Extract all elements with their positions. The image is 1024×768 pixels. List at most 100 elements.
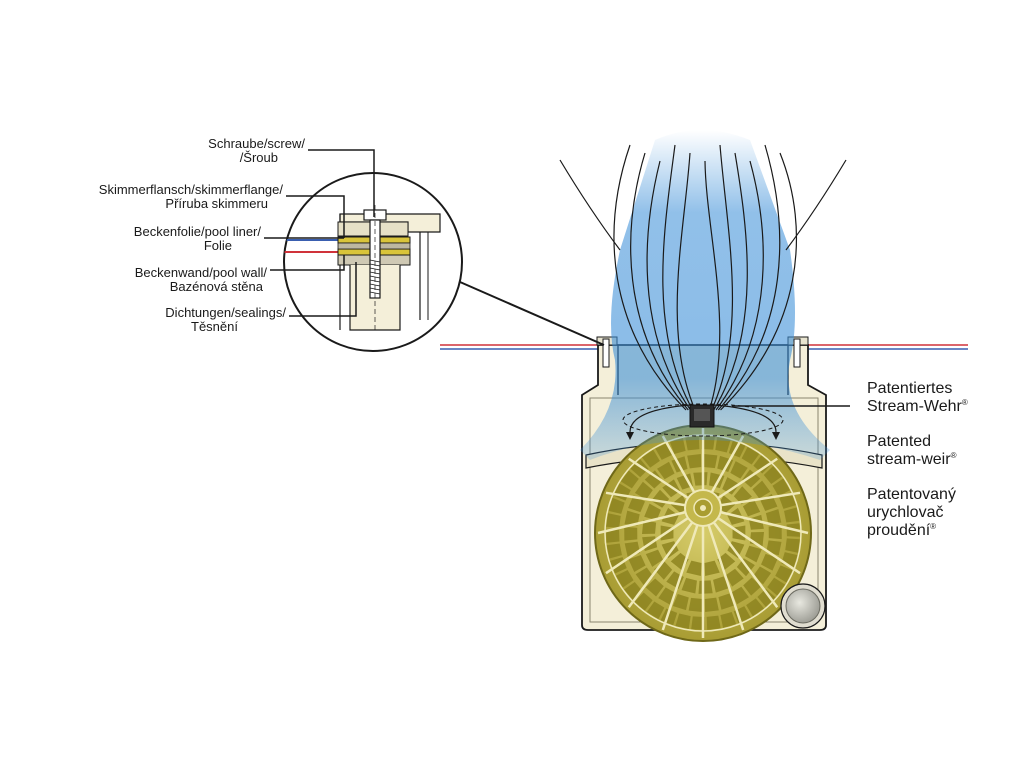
basket-slot [642,519,657,535]
basket-slot [768,525,782,540]
basket-slot [718,593,735,610]
callout-flange-line1: Skimmerflansch/skimmerflange/ [99,182,284,197]
basket-slot [628,495,645,513]
basket-slot [646,601,665,620]
basket-slot [753,455,772,474]
basket-slot [722,477,740,495]
stream-line [704,160,721,411]
basket-slot [688,597,703,612]
stream-line [785,159,847,251]
basket-slot [644,470,663,489]
stream-line [662,144,694,411]
basket-slot [676,473,693,490]
weir-de-line1: Patentiertes [867,380,952,397]
basket-slot [775,565,793,583]
weir-en-mark: ® [951,451,957,460]
callout-screw-line1: Schraube/screw/ [208,136,305,151]
stream-line [613,144,687,411]
basket-slot [645,578,664,597]
basket-slot [765,509,782,525]
basket-slot [704,597,719,612]
basket-slot [657,461,675,480]
basket-slot [703,454,718,469]
weir-cs-line3-wrap: proudění® [867,522,936,539]
callout-seals-line1: Dichtungen/sealings/ [165,305,286,320]
basket-slot [767,577,786,596]
stream-line [646,160,692,411]
callout-liner-line2: Folie [204,238,232,253]
basket-slot [698,580,713,594]
basket-slot [715,437,731,453]
detail-magnifier [283,172,605,352]
weir-de-mark: ® [962,398,968,407]
basket-slot [713,576,730,593]
basket-slot [606,543,622,559]
basket-slot [681,577,697,594]
basket-rib [702,506,801,575]
basket-slot [606,513,621,528]
callout-leaders [264,149,375,317]
weir-de-line2-wrap: Stream-Wehr® [867,398,968,415]
basket-slot [687,454,702,469]
basket-slot [745,545,762,563]
callout-wall-line2: Bazénová stěna [170,279,264,294]
basket-slot [704,560,720,576]
basket-slot [752,480,771,499]
basket-slot [634,592,653,611]
basket-slot [669,438,686,455]
basket-slot [675,613,691,629]
weir-cs-line2: urychlovač [867,504,943,521]
basket-slot [746,598,764,617]
callout-wall-line1: Beckenwand/pool wall/ [135,265,268,280]
basket-slot [624,581,643,600]
basket-slot [757,588,776,607]
drain-plug [780,583,826,629]
weir-de-line2: Stream-Wehr [867,398,963,415]
weir-en-line2-wrap: stream-weir® [867,451,957,468]
callout-liner-line1: Beckenfolie/pool liner/ [134,224,262,239]
weir-en-line1: Patented [867,433,931,450]
basket-slot [691,616,705,630]
skimmer-basket [594,424,812,642]
callout-screw-line2: /Šroub [240,150,278,165]
weir-en-line2: stream-weir [867,451,951,468]
callout-seals-line2: Těsnění [191,319,238,334]
basket-slot [645,549,664,567]
basket-slot [742,469,761,488]
basket-slot [630,459,649,478]
basket-slot [672,593,689,611]
basket-slot [615,570,634,588]
basket-slot [642,449,660,468]
basket-slot [720,611,737,628]
weir-cs-line1: Patentovaný [867,486,956,503]
basket-slot [785,538,800,553]
basket-rib [605,506,704,575]
basket-slot [772,478,791,496]
stream-line [715,160,764,411]
basket-slot [725,568,744,587]
basket-slot [693,472,708,486]
basket-slot [761,553,778,571]
basket-slot [743,577,762,596]
weir-cs-mark: ® [930,522,936,531]
pool-liner [440,344,968,350]
stream-line [630,152,689,411]
basket-slot [620,470,639,489]
basket-slot [730,461,748,479]
basket-slot [628,555,646,572]
basket-slot [706,615,721,630]
basket-rib [661,507,705,631]
basket-slot [634,481,653,500]
stream-line [711,144,734,411]
stream-line [717,144,781,411]
stream-line [559,159,621,251]
basket-slot [624,526,638,541]
weir-labels: Patentiertes Stream-Wehr® Patented strea… [867,380,968,539]
basket-slot [784,507,800,523]
basket-rib [701,507,779,608]
basket-slot [753,566,772,585]
weir-cs-line3: proudění [867,522,931,539]
callout-flange-line2: Příruba skimmeru [165,196,268,211]
basket-slot [644,503,661,521]
